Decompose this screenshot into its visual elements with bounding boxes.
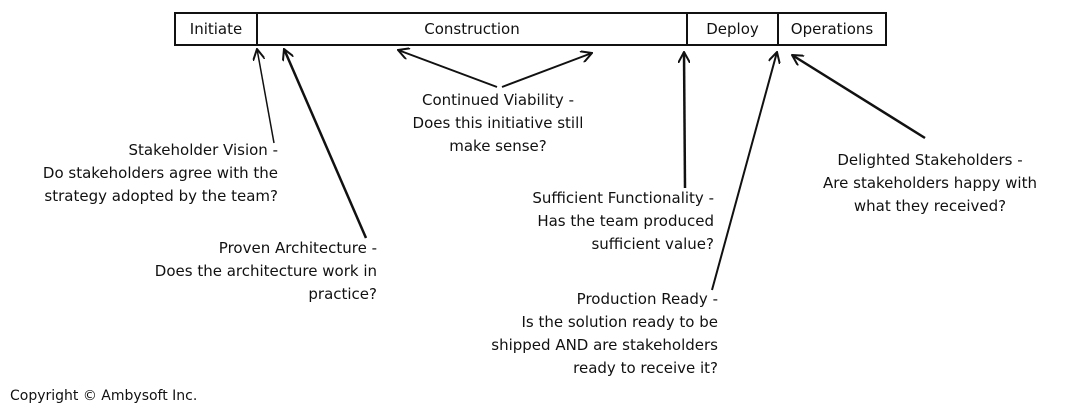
milestone-continued-viability: Continued Viability - Does this initiati… (393, 89, 603, 158)
milestone-stakeholder-vision: Stakeholder Vision - Do stakeholders agr… (43, 139, 278, 208)
milestone-sufficient-functionality: Sufficient Functionality - Has the team … (532, 187, 714, 256)
milestone-question: make sense? (449, 137, 547, 155)
phase-bar: Initiate Construction Deploy Operations (174, 12, 887, 46)
milestone-proven-architecture: Proven Architecture - Does the architect… (155, 237, 377, 306)
milestone-question: Is the solution ready to be (521, 313, 718, 331)
copyright-notice: Copyright © Ambysoft Inc. (10, 388, 198, 404)
milestone-question: ready to receive it? (573, 359, 718, 377)
milestone-question: practice? (308, 285, 377, 303)
milestone-question: shipped AND are stakeholders (491, 336, 718, 354)
milestone-question: strategy adopted by the team? (44, 187, 278, 205)
phase-operations: Operations (790, 20, 874, 38)
phase-deploy: Deploy (688, 14, 779, 44)
milestone-question: what they received? (853, 197, 1007, 215)
milestone-question: Do stakeholders agree with the (42, 164, 278, 182)
milestone-title: Proven Architecture - (218, 239, 377, 257)
arrow-continued-viability-left (398, 50, 498, 88)
milestone-title: Continued Viability - (422, 91, 574, 109)
milestone-question: Does this initiative still (412, 114, 584, 132)
milestone-delighted-stakeholders: Delighted Stakeholders - Are stakeholder… (810, 149, 1050, 218)
arrow-delighted-stakeholders (792, 55, 926, 140)
phase-initiate: Initiate (176, 14, 258, 44)
arrow-stakeholder-vision (257, 49, 275, 144)
milestone-title: Sufficient Functionality - (532, 189, 714, 207)
milestone-title: Production Ready - (576, 290, 718, 308)
milestone-production-ready: Production Ready - Is the solution ready… (491, 288, 718, 380)
arrow-continued-viability-right (501, 53, 592, 88)
milestone-title: Delighted Stakeholders - (837, 151, 1023, 169)
milestone-question: sufficient value? (591, 235, 714, 253)
arrow-production-ready (711, 52, 777, 291)
arrow-proven-architecture (284, 49, 368, 239)
milestone-question: Does the architecture work in (154, 262, 377, 280)
milestone-question: Has the team produced (537, 212, 714, 230)
phase-construction: Construction (258, 14, 688, 44)
milestone-title: Stakeholder Vision - (128, 141, 278, 159)
arrow-sufficient-functionality (684, 52, 685, 189)
milestone-question: Are stakeholders happy with (823, 174, 1037, 192)
